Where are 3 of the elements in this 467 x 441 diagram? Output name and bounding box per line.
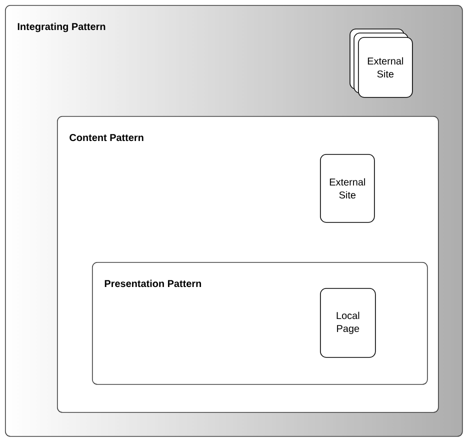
page-box: External Site: [320, 154, 375, 223]
stacked-page-box: External Site: [350, 28, 413, 98]
page-box: Local Page: [320, 288, 376, 358]
